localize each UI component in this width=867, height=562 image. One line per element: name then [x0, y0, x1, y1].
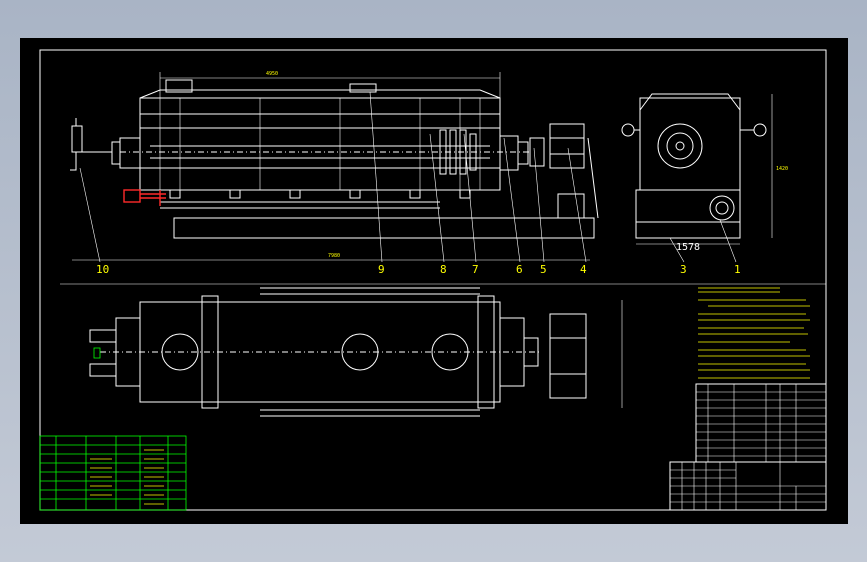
- balloon-8[interactable]: 8: [440, 263, 447, 276]
- balloon-5[interactable]: 5: [540, 263, 547, 276]
- balloon-6[interactable]: 6: [516, 263, 523, 276]
- nozzle-table: [39, 435, 187, 511]
- outlet-highlight: [123, 189, 166, 206]
- drawing-canvas: 4950: [39, 49, 827, 511]
- cad-viewport[interactable]: 4950: [20, 38, 848, 524]
- dimension-front-width: 1578: [676, 242, 700, 253]
- balloon-3[interactable]: 3: [680, 263, 687, 276]
- drawing-border: [39, 49, 827, 511]
- side-view: 1420 1578: [621, 93, 788, 263]
- balloon-9[interactable]: 9: [378, 263, 385, 276]
- balloon-1[interactable]: 1: [734, 263, 741, 276]
- balloon-4[interactable]: 4: [580, 263, 587, 276]
- dimension-side-height: 1420: [776, 166, 788, 172]
- balloon-10[interactable]: 10: [96, 263, 109, 276]
- dimension-top-length: 4950: [266, 71, 278, 77]
- top-view: [89, 287, 623, 417]
- technical-notes: [698, 287, 810, 379]
- title-block: [669, 461, 827, 511]
- dimension-overall-length: 7980: [328, 253, 340, 259]
- balloon-7[interactable]: 7: [472, 263, 479, 276]
- part-balloons: 10 9 8 7 6 5 4 3 1: [96, 263, 741, 276]
- front-view: 4950: [70, 71, 599, 263]
- parts-list-table: [695, 383, 827, 463]
